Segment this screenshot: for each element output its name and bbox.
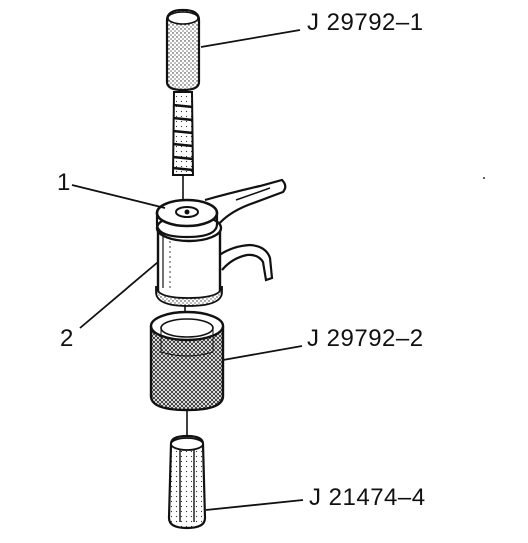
- leader-item-1: [71, 184, 166, 209]
- leader-item-2: [79, 261, 159, 329]
- tool-j29792-1: [165, 8, 201, 212]
- leader-lines: [71, 29, 304, 511]
- callout-j29792-2: J 29792–2: [307, 325, 424, 352]
- thread-lines: [172, 103, 194, 172]
- callout-j21474-4: J 21474–4: [309, 484, 426, 511]
- bottom-rod: [167, 434, 207, 530]
- leader-j29792-1: [200, 29, 301, 48]
- threaded-shaft: [171, 91, 195, 176]
- tool-j29792-2: [149, 310, 225, 438]
- leader-j29792-2: [222, 345, 303, 361]
- label-item-1: 1: [57, 169, 70, 196]
- control-arm-lower: [217, 243, 274, 282]
- driver-handle: [165, 8, 201, 92]
- leader-j21474-4: [205, 499, 304, 511]
- label-item-2: 2: [60, 325, 73, 352]
- tool-j21474-4: [167, 434, 207, 530]
- callout-j29792-1: J 29792–1: [307, 9, 424, 36]
- control-arm-assembly: [155, 178, 287, 322]
- control-arm-upper: [204, 178, 287, 226]
